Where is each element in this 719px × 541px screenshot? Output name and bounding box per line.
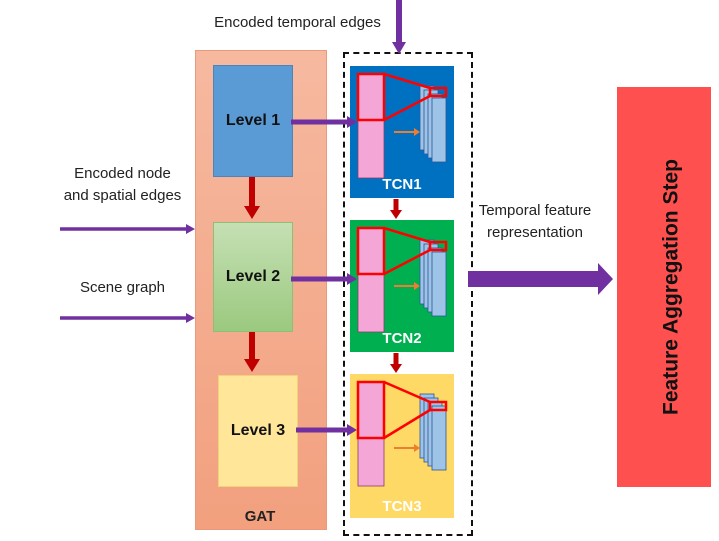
level-1-to-tcn-1-arrow-head bbox=[347, 116, 357, 128]
scene-graph-arrow-head bbox=[186, 313, 195, 323]
tcn-3-projection-line-top bbox=[383, 380, 431, 404]
tcn-2-drawing bbox=[356, 226, 448, 333]
tcn-2-label: TCN2 bbox=[382, 330, 422, 347]
tcn-2-projection-line-bottom bbox=[383, 248, 431, 276]
level-2-to-level-3-arrow-head bbox=[244, 359, 260, 372]
temporal-feature-label-line2: representation bbox=[487, 224, 583, 241]
tcn-2-input-column bbox=[357, 227, 385, 333]
tcn-2-to-tcn-3-arrow-head bbox=[390, 364, 402, 373]
tcn-3-projection-line-bottom bbox=[383, 408, 431, 440]
tcn-3-receptive-window bbox=[356, 380, 386, 440]
level-2-to-tcn-2-arrow-head bbox=[347, 273, 357, 285]
tcn-2-small-arrow-head bbox=[414, 282, 420, 290]
tcn-2-projection-line-top bbox=[383, 226, 431, 244]
tcn-1-block: TCN1 bbox=[350, 66, 454, 198]
encoded-node-label-line2: and spatial edges bbox=[63, 187, 182, 204]
tcn-1-output-cell bbox=[428, 86, 448, 98]
level-3-box: Level 3 bbox=[218, 375, 298, 487]
level-1-box: Level 1 bbox=[213, 65, 293, 177]
feature-aggregation-box bbox=[617, 87, 711, 487]
tcn-3-output-cell bbox=[428, 400, 448, 412]
tcn-2-block: TCN2 bbox=[350, 220, 454, 352]
encoded-node-arrow-head bbox=[186, 224, 195, 234]
temporal-feature-label-line1: Temporal feature bbox=[478, 202, 592, 219]
tcn-1-receptive-window bbox=[356, 72, 386, 122]
tcn-2-output-cell bbox=[428, 240, 448, 252]
gat-label: GAT bbox=[244, 508, 276, 525]
scene-graph-label: Scene graph bbox=[79, 279, 166, 296]
tcn-3-block: TCN3 bbox=[350, 374, 454, 518]
tcn-2-feature-stack bbox=[419, 239, 447, 317]
tcn-dashed-container bbox=[343, 52, 473, 536]
feature-aggregation-text-svg: Feature Aggregation Step bbox=[660, 159, 683, 415]
tcn-1-projection-line-top bbox=[383, 72, 431, 90]
encoded-temporal-edges-label: Encoded temporal edges bbox=[214, 14, 381, 31]
encoded-node-label-line1: Encoded node bbox=[74, 165, 171, 182]
tcn-1-small-arrow-head bbox=[414, 128, 420, 136]
tcn-3-label: TCN3 bbox=[382, 498, 422, 515]
level-2-box: Level 2 bbox=[213, 222, 293, 332]
tcn-1-input-column bbox=[357, 73, 385, 179]
feature-aggregation-label: Feature Aggregation Step bbox=[660, 159, 683, 415]
tcn-3-small-arrow-head bbox=[414, 444, 420, 452]
tcn-3-feature-stack bbox=[419, 393, 447, 471]
tcn-2-receptive-window bbox=[356, 226, 386, 276]
tcn-1-feature-stack bbox=[419, 85, 447, 163]
tcn-1-projection-line-bottom bbox=[383, 94, 431, 122]
tcn-1-drawing bbox=[356, 72, 448, 179]
tcn-3-drawing bbox=[356, 380, 448, 487]
level-3-to-tcn-3-arrow-head bbox=[347, 424, 357, 436]
output-arrow-head bbox=[598, 263, 613, 295]
temporal-edges-arrow-head bbox=[392, 42, 406, 54]
output-arrow-shaft bbox=[468, 271, 600, 287]
level-1-to-level-2-arrow-head bbox=[244, 206, 260, 219]
tcn-1-to-tcn-2-arrow-head bbox=[390, 210, 402, 219]
tcn-1-label: TCN1 bbox=[382, 176, 422, 193]
